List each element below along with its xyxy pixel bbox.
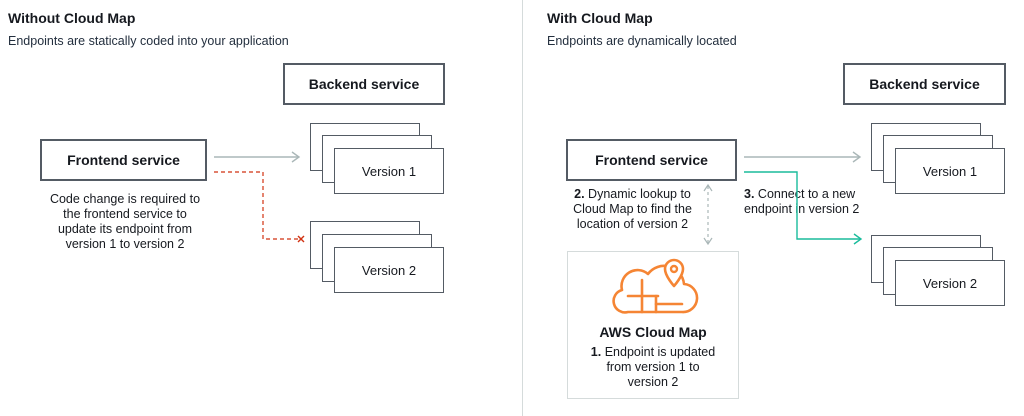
left-version1-box: Version 1 [334, 148, 444, 194]
right-backend-box: Backend service [843, 63, 1006, 105]
update-note: 1. Endpoint is updated from version 1 to… [567, 345, 739, 390]
left-backend-label: Backend service [308, 76, 420, 92]
update-line-2: from version 1 to [606, 360, 700, 374]
connect-note: 3. Connect to a new endpoint in version … [744, 187, 880, 217]
lookup-dashed-arrow [703, 183, 713, 246]
left-title: Without Cloud Map [8, 10, 136, 26]
left-dashed-to-v2 [214, 171, 298, 240]
cloud-map-title: AWS Cloud Map [599, 324, 707, 340]
update-line-1: 1. Endpoint is updated [567, 345, 739, 360]
update-num: 1. [590, 345, 602, 359]
connect-num: 3. [744, 187, 755, 201]
left-subtitle: Endpoints are statically coded into your… [8, 34, 289, 48]
right-subtitle: Endpoints are dynamically located [547, 34, 737, 48]
left-note-line-1: Code change is required to [49, 192, 201, 206]
right-version1-label: Version 1 [922, 163, 978, 179]
lookup-line-3: location of version 2 [576, 217, 689, 231]
lookup-text-1: Dynamic lookup to [588, 187, 691, 201]
left-note-line-3: update its endpoint from [57, 222, 193, 236]
left-arrow-to-v1 [214, 151, 301, 163]
map-pin-icon [663, 258, 685, 288]
panel-divider [522, 0, 523, 416]
right-frontend-box: Frontend service [566, 139, 737, 181]
left-note-line-4: version 1 to version 2 [65, 237, 185, 251]
cloud-map-panel [567, 251, 739, 399]
right-backend-label: Backend service [869, 76, 980, 92]
cloud-map-icon [612, 258, 699, 314]
lookup-line-1: 2. Dynamic lookup to [560, 187, 705, 202]
right-arrow-to-v2 [744, 171, 863, 245]
left-note-line-2: the frontend service to [63, 207, 187, 221]
right-title: With Cloud Map [547, 10, 653, 26]
lookup-line-2: Cloud Map to find the [573, 202, 692, 216]
left-version1-label: Version 1 [361, 163, 417, 179]
connect-text-1: Connect to a new [757, 187, 856, 201]
left-backend-box: Backend service [283, 63, 445, 105]
right-version1-box: Version 1 [895, 148, 1005, 194]
left-version2-label: Version 2 [361, 262, 417, 278]
left-version2-box: Version 2 [334, 247, 444, 293]
left-note: Code change is required to the frontend … [30, 192, 220, 252]
lookup-num: 2. [574, 187, 585, 201]
left-frontend-label: Frontend service [67, 152, 180, 168]
right-version2-label: Version 2 [922, 275, 978, 291]
right-version2-box: Version 2 [895, 260, 1005, 306]
connect-line-1: 3. Connect to a new [744, 187, 880, 202]
left-frontend-box: Frontend service [40, 139, 207, 181]
update-text-1: Endpoint is updated [604, 345, 716, 359]
x-mark-icon [297, 235, 305, 243]
update-line-3: version 2 [627, 375, 679, 389]
right-frontend-label: Frontend service [595, 152, 708, 168]
connect-line-2: endpoint in version 2 [744, 202, 860, 216]
right-arrow-to-v1 [744, 151, 862, 163]
lookup-note: 2. Dynamic lookup to Cloud Map to find t… [560, 187, 705, 232]
